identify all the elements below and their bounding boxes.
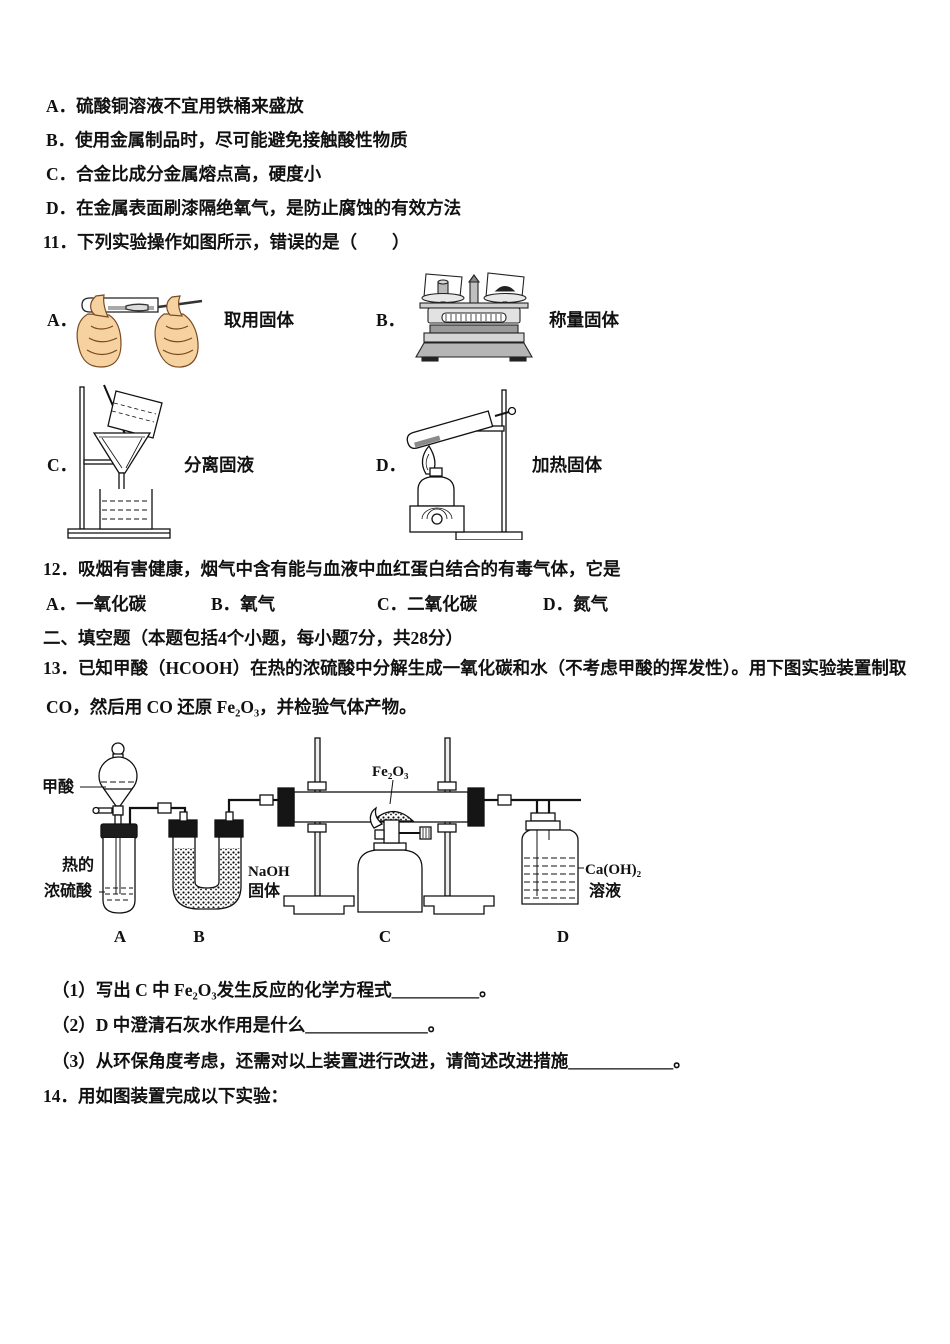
q11-fig-d-caption: 加热固体 — [532, 455, 602, 475]
q13-apparatus-diagram: 甲酸 热的 浓硫酸 NaOH 固体 Fe₂O₃ Ca(OH)₂ 溶液 A B C… — [42, 737, 642, 946]
q11-figure-c-filtration-illustration — [67, 384, 171, 539]
q11-figure-b-balance-illustration — [415, 272, 533, 362]
q10-option-d: D．在金属表面刷漆隔绝氧气，是防止腐蚀的有效方法 — [46, 198, 462, 218]
q10-option-b: B．使用金属制品时，尽可能避免接触酸性物质 — [46, 130, 408, 150]
diagram-label-caoh2-line2: 溶液 — [589, 881, 622, 900]
q13-stem-line2: CO，然后用 CO 还原 Fe₂O₃，并检验气体产物。 — [46, 697, 417, 717]
q11-fig-c-caption: 分离固液 — [184, 455, 254, 475]
q10-option-a: A．硫酸铜溶液不宜用铁桶来盛放 — [46, 96, 304, 116]
q12-option-c: C．二氧化碳 — [377, 594, 478, 614]
q13-sub-question-3: （3）从环保角度考虑，还需对以上装置进行改进，请简述改进措施__________… — [52, 1051, 691, 1071]
diagram-label-caoh2-line1: Ca(OH)₂ — [585, 862, 642, 878]
q11-figure-d-heating-illustration — [406, 389, 523, 540]
q12-option-a: A．一氧化碳 — [46, 594, 147, 614]
q13-sub-question-2: （2）D 中澄清石灰水作用是什么______________。 — [52, 1015, 446, 1035]
section2-header: 二、填空题（本题包括4个小题，每小题7分，共28分） — [43, 628, 463, 648]
q11-fig-a-caption: 取用固体 — [224, 310, 294, 330]
q13-sub-question-1: （1）写出 C 中 Fe₂O₃发生反应的化学方程式__________。 — [52, 980, 497, 1000]
diagram-label-formic-acid: 甲酸 — [42, 777, 75, 796]
q11-fig-d-label: D． — [376, 455, 407, 475]
q12-option-d: D．氮气 — [543, 594, 609, 614]
q13-stem-line1: 13．已知甲酸（HCOOH）在热的浓硫酸中分解生成一氧化碳和水（不考虑甲酸的挥发… — [43, 658, 907, 678]
diagram-label-hot-line1: 热的 — [62, 855, 94, 874]
diagram-letter-a: A — [114, 927, 127, 946]
q12-option-b: B．氧气 — [211, 594, 276, 614]
diagram-label-hot-line2: 浓硫酸 — [44, 881, 93, 900]
q11-figure-a-hands-testtube-illustration — [76, 294, 203, 368]
q11-fig-b-label: B． — [376, 310, 406, 330]
diagram-label-naoh-line1: NaOH — [248, 864, 290, 880]
q14-stem: 14．用如图装置完成以下实验： — [43, 1086, 288, 1106]
q11-fig-c-label: C． — [47, 455, 78, 475]
diagram-label-naoh-line2: 固体 — [248, 881, 281, 900]
q10-option-c: C．合金比成分金属熔点高，硬度小 — [46, 164, 322, 184]
diagram-letter-d: D — [557, 927, 569, 946]
q11-stem: 11．下列实验操作如图所示，错误的是（ ） — [43, 232, 410, 252]
diagram-label-fe2o3: Fe₂O₃ — [372, 764, 409, 780]
diagram-letter-b: B — [193, 927, 204, 946]
q11-fig-a-label: A． — [47, 310, 78, 330]
diagram-letter-c: C — [379, 927, 391, 946]
q11-fig-b-caption: 称量固体 — [549, 310, 619, 330]
q12-stem: 12．吸烟有害健康，烟气中含有能与血液中血红蛋白结合的有毒气体，它是 — [43, 559, 621, 579]
